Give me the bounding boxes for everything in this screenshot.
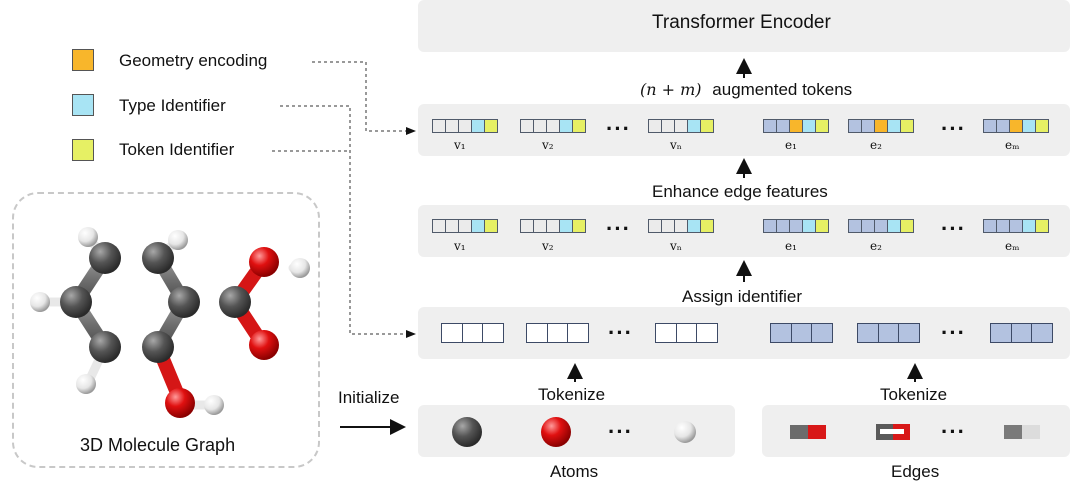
molecule-graph-box	[12, 192, 320, 468]
edge-token-augmented	[763, 119, 829, 133]
token-cell	[700, 219, 714, 233]
geometry-connector	[312, 61, 410, 132]
type-connector-arrowhead	[406, 330, 416, 338]
vertex-token-identified	[648, 219, 714, 233]
vertex-token-raw	[655, 323, 718, 343]
type-connector	[280, 105, 410, 335]
hydrogen-atom-icon	[674, 421, 696, 443]
vertex-subscript: v₂	[542, 138, 554, 152]
edge-subscript: eₘ	[1005, 138, 1020, 152]
molecule-3d-icon	[30, 227, 310, 418]
edge-subscript: e₁	[785, 138, 797, 152]
token-cell	[811, 323, 833, 343]
initialize-label: Initialize	[338, 388, 400, 407]
vertex-subscript: v₂	[542, 239, 554, 253]
token-cell	[1031, 323, 1053, 343]
edge-token-identified	[848, 219, 914, 233]
geometry-connector-arrowhead	[406, 127, 416, 135]
token-cell	[900, 219, 914, 233]
token-identifier-label: Token Identifier	[119, 140, 235, 159]
edge-subscript: e₂	[870, 239, 882, 253]
token-cell	[572, 119, 586, 133]
enhance-edge-label: Enhance edge features	[652, 182, 828, 201]
oxygen-atom-icon	[541, 417, 571, 447]
vertex-subscript: v₁	[454, 239, 466, 253]
token-cell	[484, 219, 498, 233]
tokenize-edges-label: Tokenize	[880, 385, 948, 404]
token-cell	[1035, 119, 1049, 133]
edge-token-augmented	[983, 119, 1049, 133]
token-cell	[815, 219, 829, 233]
token-cell	[900, 119, 914, 133]
augmented-count-math: (n + m)	[640, 80, 702, 99]
carbon-atom-icon	[452, 417, 482, 447]
edge-token-raw	[857, 323, 920, 343]
vertex-token-augmented	[648, 119, 714, 133]
token-cell	[1035, 219, 1049, 233]
transformer-encoder-label: Transformer Encoder	[652, 12, 831, 33]
edges-label: Edges	[891, 462, 940, 481]
vertex-token-identified	[432, 219, 498, 233]
edge-token-identified	[983, 219, 1049, 233]
vertex-token-raw	[441, 323, 504, 343]
augmented-tokens-text: augmented tokens	[712, 80, 853, 99]
edge-token-raw	[990, 323, 1053, 343]
token-cell	[572, 219, 586, 233]
token-cell	[696, 323, 718, 343]
vertex-token-identified	[520, 219, 586, 233]
vertex-subscript: vₙ	[670, 138, 682, 152]
token-cell	[700, 119, 714, 133]
vertex-token-augmented	[520, 119, 586, 133]
token-cell	[567, 323, 589, 343]
assign-identifier-label: Assign identifier	[682, 287, 803, 306]
type-identifier-label: Type Identifier	[119, 96, 226, 115]
edge-token-raw	[770, 323, 833, 343]
augmented-tokens-label: (n + m) augmented tokens	[640, 80, 852, 100]
edge-subscript: e₁	[785, 239, 797, 253]
legend-connectors	[272, 61, 410, 335]
geometry-encoding-swatch	[72, 49, 94, 71]
double-bond-icon	[876, 424, 910, 440]
edge-subscript: eₘ	[1005, 239, 1020, 253]
tokenize-atoms-label: Tokenize	[538, 385, 606, 404]
carbon-hydrogen-bond-icon	[1004, 425, 1040, 439]
token-cell	[482, 323, 504, 343]
carbon-oxygen-bond-icon	[790, 425, 826, 439]
token-cell	[484, 119, 498, 133]
edge-token-identified	[763, 219, 829, 233]
edge-subscript: e₂	[870, 138, 882, 152]
molecule-graph-label: 3D Molecule Graph	[80, 435, 236, 455]
type-identifier-swatch	[72, 94, 94, 116]
transformer-encoder-box	[418, 0, 1070, 52]
vertex-subscript: vₙ	[670, 239, 682, 253]
atoms-label: Atoms	[550, 462, 599, 481]
token-cell	[898, 323, 920, 343]
token-cell	[815, 119, 829, 133]
vertex-token-raw	[526, 323, 589, 343]
vertex-token-augmented	[432, 119, 498, 133]
edge-token-augmented	[848, 119, 914, 133]
vertex-subscript: v₁	[454, 138, 466, 152]
token-identifier-swatch	[72, 139, 94, 161]
geometry-encoding-label: Geometry encoding	[119, 51, 268, 70]
